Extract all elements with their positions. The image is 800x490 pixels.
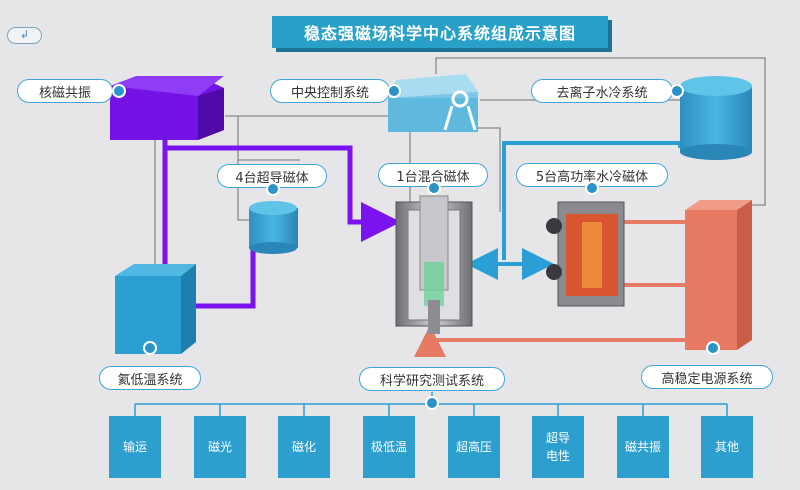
- deionized-water-tank: [680, 76, 752, 160]
- label-dot: [143, 341, 157, 355]
- label-dot: [670, 84, 684, 98]
- label-helium-system: 氦低温系统: [99, 366, 201, 390]
- app-transport[interactable]: 输运: [109, 416, 161, 478]
- label-dot: [112, 84, 126, 98]
- label-deionized-water: 去离子水冷系统: [531, 79, 673, 103]
- resistive-magnet: [546, 201, 625, 307]
- app-magneto-optics[interactable]: 磁光: [194, 416, 246, 478]
- label-hybrid-magnet: 1台混合磁体: [378, 163, 488, 187]
- label-dot: [706, 341, 720, 355]
- label-dot: [585, 181, 599, 195]
- page-title: 稳态强磁场科学中心系统组成示意图: [272, 16, 608, 48]
- central-control-unit: [388, 74, 478, 132]
- label-resistive-magnets: 5台高功率水冷磁体: [516, 163, 668, 187]
- power-supply-box: [685, 200, 752, 350]
- app-ultra-low-temperature[interactable]: 极低温: [363, 416, 415, 478]
- label-power-supply: 高稳定电源系统: [641, 365, 773, 389]
- salmon-lines: [414, 220, 685, 357]
- app-ultra-high-pressure[interactable]: 超高压: [448, 416, 500, 478]
- label-measurement-system: 科学研究测试系统: [359, 367, 505, 391]
- helium-cryogenic-box: [115, 264, 196, 354]
- label-dot: [266, 182, 280, 196]
- superconducting-magnet-tank: [249, 201, 298, 254]
- app-others[interactable]: 其他: [701, 416, 753, 478]
- label-dot: [427, 181, 441, 195]
- app-magnetic-resonance[interactable]: 磁共振: [617, 416, 669, 478]
- label-nmr: 核磁共振: [17, 79, 113, 103]
- purple-lines: [162, 140, 401, 309]
- app-magnetization[interactable]: 磁化: [278, 416, 330, 478]
- app-superconductivity[interactable]: 超导 电性: [532, 416, 584, 478]
- hybrid-magnet: [395, 195, 473, 334]
- label-central-control: 中央控制系统: [270, 79, 390, 103]
- back-button[interactable]: ↲: [7, 27, 42, 44]
- label-dot: [425, 396, 439, 410]
- nmr-system-box: [110, 76, 224, 140]
- label-dot: [387, 84, 401, 98]
